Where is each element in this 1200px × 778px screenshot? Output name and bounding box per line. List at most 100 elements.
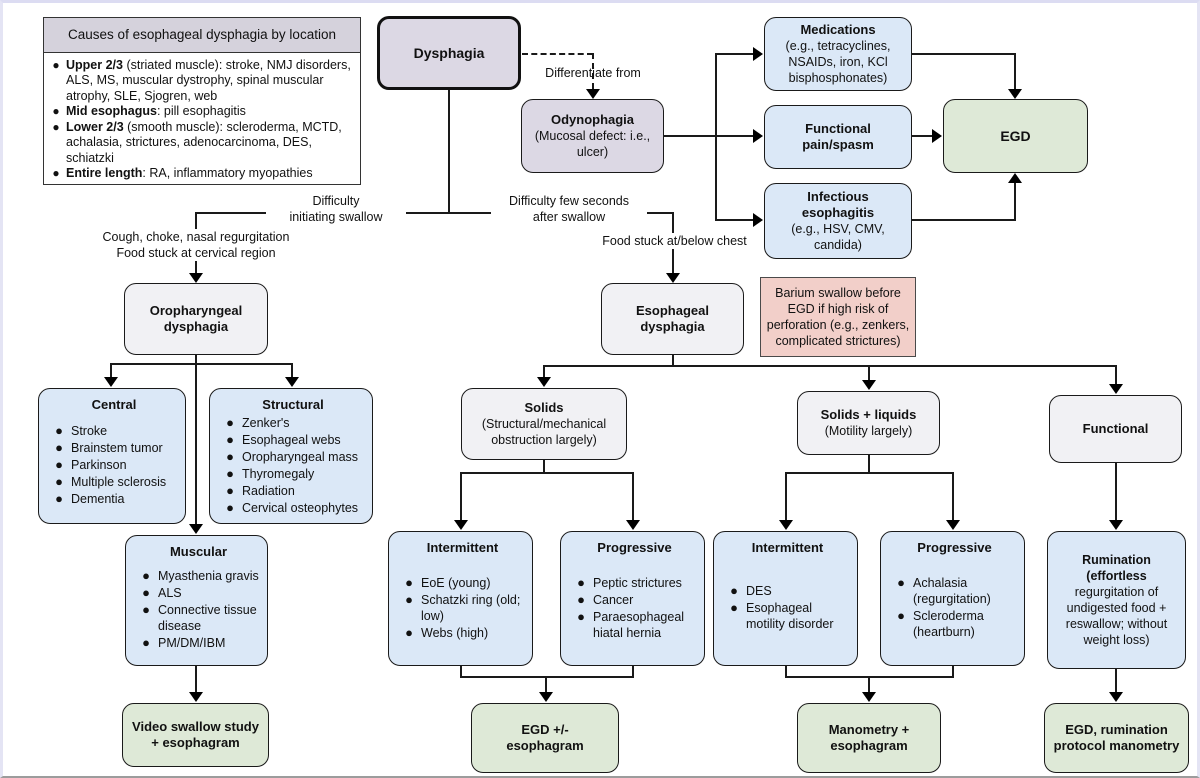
connector-solids-pair-split: [460, 472, 634, 474]
arrowhead-functional-pain: [753, 129, 763, 143]
list-item: ●Cervical osteophytes: [218, 500, 368, 516]
node-title: Functional: [1082, 421, 1149, 436]
node-structural: Structural ●Zenker's ●Esophageal webs ●O…: [209, 388, 373, 524]
list-item: ●Achalasia (regurgitation): [889, 575, 1020, 607]
arrowhead-odynophagia: [586, 89, 600, 99]
list-item: ●Parkinson: [47, 457, 181, 473]
arrowhead-functional: [1109, 384, 1123, 394]
connector-infectious-egd-h: [912, 219, 1016, 221]
connector-muscular-drop: [195, 363, 197, 525]
legend-item: ●Upper 2/3 (striated muscle): stroke, NM…: [46, 58, 356, 105]
edge-label-line: Food stuck at cervical region: [116, 246, 276, 260]
connector-to-infectious: [715, 219, 755, 221]
connector-prog1-drop: [632, 472, 634, 521]
connector-eso-down: [672, 355, 674, 367]
node-subtitle: (Motility largely): [824, 424, 913, 438]
node-dysphagia: Dysphagia: [377, 16, 521, 90]
node-manometry-esophagram: Manometry + esophagram: [797, 703, 941, 773]
arrowhead-egd-rumination: [1109, 692, 1123, 702]
node-video-swallow-study: Video swallow study + esophagram: [122, 703, 269, 767]
bullet-icon: ●: [226, 465, 234, 481]
list-item: ●Myasthenia gravis: [134, 568, 263, 584]
bullet-icon: ●: [577, 574, 585, 590]
node-subtitle: (e.g., tetracyclines, NSAIDs, iron, KCl …: [785, 39, 891, 85]
connector-prog2-join: [952, 666, 954, 678]
node-esophageal-dysphagia: Esophageal dysphagia: [601, 283, 744, 355]
node-solids-liquids: Solids + liquids (Motility largely): [797, 391, 940, 455]
connector-eso-split: [543, 365, 1117, 367]
connector-functionalpain-egd: [912, 135, 934, 137]
node-title: Odynophagia: [550, 112, 635, 127]
connector-muscular-video: [195, 666, 197, 693]
list-item: ●Schatzki ring (old; low): [397, 592, 528, 624]
list-item: ●Connective tissue disease: [134, 602, 263, 634]
bullet-icon: ●: [52, 57, 60, 72]
arrowhead-esophageal: [666, 273, 680, 283]
list-item: ●Brainstem tumor: [47, 440, 181, 456]
node-title: Video swallow study + esophagram: [132, 719, 259, 750]
bullet-icon: ●: [142, 635, 150, 650]
arrowhead-medications: [753, 47, 763, 61]
connector-to-functional-pain: [715, 135, 755, 137]
bullet-icon: ●: [226, 431, 234, 447]
connector-prog1-join: [632, 666, 634, 678]
bullet-icon: ●: [577, 608, 585, 624]
connector-functional-drop: [1115, 365, 1117, 385]
node-central: Central ●Stroke ●Brainstem tumor ●Parkin…: [38, 388, 186, 524]
list-item: ●Dementia: [47, 491, 181, 507]
edge-label-food-chest: Food stuck at/below chest: [597, 233, 752, 249]
bullet-icon: ●: [226, 482, 234, 498]
connector-oro-down: [195, 355, 197, 365]
bullet-icon: ●: [52, 119, 60, 134]
connector-differentiate-h: [522, 53, 593, 55]
list-item: ●PM/DM/IBM: [134, 635, 263, 651]
legend-title: Causes of esophageal dysphagia by locati…: [44, 18, 360, 53]
connector-manometry-drop: [868, 676, 870, 693]
connector-medications-egd-v: [1014, 53, 1016, 89]
connector-sl-down: [868, 455, 870, 474]
connector-sl-pair-split: [785, 472, 954, 474]
bullet-icon: ●: [730, 583, 738, 598]
node-title: Progressive: [597, 540, 672, 555]
node-title: Solids + liquids: [820, 407, 917, 422]
node-title: Central: [91, 397, 137, 412]
edge-label-line: Difficulty: [312, 194, 360, 208]
connector-join1-h: [460, 676, 634, 678]
connector-functional-rumination: [1115, 463, 1117, 521]
bullet-icon: ●: [405, 624, 413, 640]
arrowhead-infectious: [753, 213, 763, 227]
legend-item: ●Lower 2/3 (smooth muscle): scleroderma,…: [46, 120, 356, 167]
arrowhead-egd-esophagram: [539, 692, 553, 702]
edge-label-line: Cough, choke, nasal regurgitation: [102, 230, 290, 244]
bullet-icon: ●: [142, 585, 150, 600]
node-motility-intermittent: Intermittent ●DES ●Esophageal motility d…: [713, 531, 858, 666]
connector-odynophagia-out: [664, 135, 717, 137]
node-subtitle: (e.g., HSV, CMV, candida): [791, 222, 885, 252]
list-item: ●Paraesophageal hiatal hernia: [569, 609, 700, 641]
list-item: ●Esophageal motility disorder: [722, 600, 853, 632]
list-item: ●Cancer: [569, 592, 700, 608]
connector-int1-join: [460, 666, 462, 678]
node-infectious-esophagitis: Infectious esophagitis (e.g., HSV, CMV, …: [764, 183, 912, 259]
connector-structural-drop: [291, 363, 293, 378]
node-title: Medications: [800, 22, 876, 37]
arrowhead-muscular: [189, 524, 203, 534]
edge-label-difficulty-initiating: Difficulty initiating swallow: [266, 193, 406, 225]
bullet-icon: ●: [226, 499, 234, 515]
arrowhead-egd-top: [1008, 89, 1022, 99]
arrowhead-manometry: [862, 692, 876, 702]
list-item: ●Webs (high): [397, 625, 528, 641]
node-muscular: Muscular ●Myasthenia gravis ●ALS ●Connec…: [125, 535, 268, 666]
list-item: ●Zenker's: [218, 415, 368, 431]
edge-label-difficulty-after: Difficulty few seconds after swallow: [491, 193, 647, 225]
legend-body: ●Upper 2/3 (striated muscle): stroke, NM…: [44, 53, 360, 186]
connector-to-medications: [715, 53, 755, 55]
list-item: ●Oropharyngeal mass: [218, 449, 368, 465]
arrowhead-solids-liquids: [862, 380, 876, 390]
node-solids: Solids (Structural/mechanical obstructio…: [461, 388, 627, 460]
arrowhead-progressive-1: [626, 520, 640, 530]
list-item: ●EoE (young): [397, 575, 528, 591]
connector-medications-egd-h: [912, 53, 1016, 55]
bullet-icon: ●: [226, 414, 234, 430]
node-oropharyngeal-dysphagia: Oropharyngeal dysphagia: [124, 283, 268, 355]
